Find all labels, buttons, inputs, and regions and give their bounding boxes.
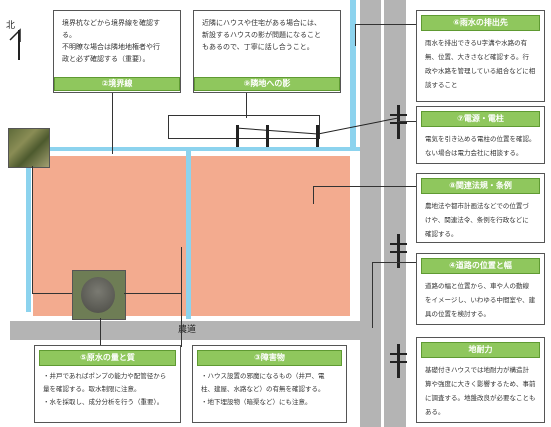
leader-laws-h [313,186,418,187]
leader-boundary [112,92,113,154]
callout-power: ⑦電源・電柱 電気を引き込める電柱の位置を確認。 ない場合は電力会社に相談する。 [416,106,545,164]
waterway-middle [186,151,191,319]
callout-laws: ⑧関連法規・条例 農地法や都市計画法などでの位置づ けや、関連法令、条例を行政な… [416,173,545,243]
farm-road [10,321,360,340]
north-arrow-icon [18,30,20,60]
north-arrow-head-icon [9,28,21,42]
callout-boundary: 境界杭などから境界線を確認する。 不明瞭な場合は隣地地権者や行 政と必ず確認する… [53,10,181,93]
leader-laws-v [313,186,314,204]
leader-neighbor [246,92,247,118]
callout-drainage-title: ⑥雨水の排出先 [421,15,540,31]
road-center-line [381,0,384,427]
callout-drainage-body: 雨水を排出できるU字溝や水路の有 無、位置、大きさなど確認する。行 政や水路を管… [425,39,536,89]
callout-neighbor-body: 近隣にハウスや住宅がある場合には、 新設するハウスの影が問題になること もあるの… [202,19,321,51]
callout-laws-body: 農地法や都市計画法などでの位置づ けや、関連法令、条例を行政などに 確認する。 [425,202,529,238]
leader-drainage-h [355,24,418,25]
callout-power-body: 電気を引き込める電柱の位置を確認。 ない場合は電力会社に相談する。 [425,135,536,157]
callout-strength-title: 地耐力 [421,342,540,358]
well-photo [72,270,126,320]
callout-water-title: ⑤原水の量と質 [39,350,176,366]
callout-boundary-body: 境界杭などから境界線を確認する。 不明瞭な場合は隣地地権者や行 政と必ず確認する… [62,19,160,63]
leader-power [398,121,418,122]
callout-drainage: ⑥雨水の排出先 雨水を排出できるU字溝や水路の有 無、位置、大きさなど確認する。… [416,10,545,102]
leader-access-h [372,262,418,263]
callout-obstacles: ③障害物 ・ハウス設置の邪魔になるもの（井戸、電 柱、建屋、水路など）の有無を確… [192,345,347,423]
waterway-left [26,147,31,312]
neighbor-building [168,115,320,139]
utility-pole-2-icon [390,234,407,268]
callout-obstacles-title: ③障害物 [197,350,342,366]
callout-obstacles-body: ・ハウス設置の邪魔になるもの（井戸、電 柱、建屋、水路など）の有無を確認する。 … [201,372,325,406]
leader-water [100,318,101,350]
leader-drainage-v [355,24,356,46]
callout-neighbor-title: ⑨隣地への影 [194,77,340,91]
callout-strength-body: 基礎付きハウスでは地耐力が構造計 算や強度に大きく影響するため、事前 に調査する… [425,366,536,416]
callout-access: ④道路の位置と幅 道路の幅と位置から、車や人の動線 をイメージし、いわゆる中間室… [416,253,545,325]
callout-power-title: ⑦電源・電柱 [421,111,540,127]
waterway-top [33,147,360,151]
callout-water-body: ・井戸であればポンプの能力や配管径から 量を確認する。取水制限に注意。 ・水を採… [43,372,167,406]
leader-access-v [372,262,373,328]
leader-stake-h [32,293,72,294]
fence-post-3 [316,125,319,147]
callout-laws-title: ⑧関連法規・条例 [421,178,540,194]
fence-post-1 [236,125,239,147]
fence-post-2 [266,125,269,147]
callout-water: ⑤原水の量と質 ・井戸であればポンプの能力や配管径から 量を確認する。取水制限に… [34,345,181,423]
callout-access-title: ④道路の位置と幅 [421,258,540,274]
utility-pole-3-icon [390,344,407,378]
boundary-stake-photo [8,128,50,168]
callout-strength: 地耐力 基礎付きハウスでは地耐力が構造計 算や強度に大きく影響するため、事前 に… [416,337,545,423]
leader-obstacles-v [181,247,182,347]
leader-stake [32,166,33,294]
waterway-right [350,0,356,151]
callout-access-body: 道路の幅と位置から、車や人の動線 をイメージし、いわゆる中間室や、建 具の位置を… [425,282,536,318]
farm-road-label: 農道 [178,325,197,335]
leader-obstacles-h [124,293,181,294]
utility-pole-1-icon [390,105,407,139]
callout-neighbor: 近隣にハウスや住宅がある場合には、 新設するハウスの影が問題になること もあるの… [193,10,341,93]
callout-boundary-title: ②境界線 [54,77,180,91]
north-label: 北 [6,21,16,31]
